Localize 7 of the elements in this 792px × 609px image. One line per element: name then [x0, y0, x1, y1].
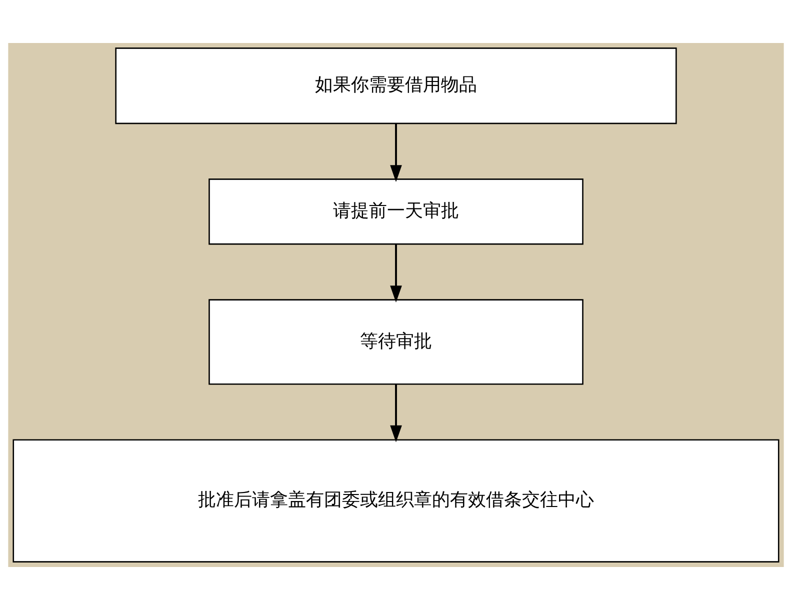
node-box: 等待审批 [208, 298, 584, 384]
node-box: 批准后请拿盖有团委或组织章的有效借条交往中心 [12, 438, 780, 562]
arrow [390, 244, 402, 302]
arrow [390, 123, 402, 182]
node-box: 请提前一天审批 [208, 178, 584, 244]
arrow [390, 384, 402, 442]
node-box: 如果你需要借用物品 [115, 47, 677, 124]
